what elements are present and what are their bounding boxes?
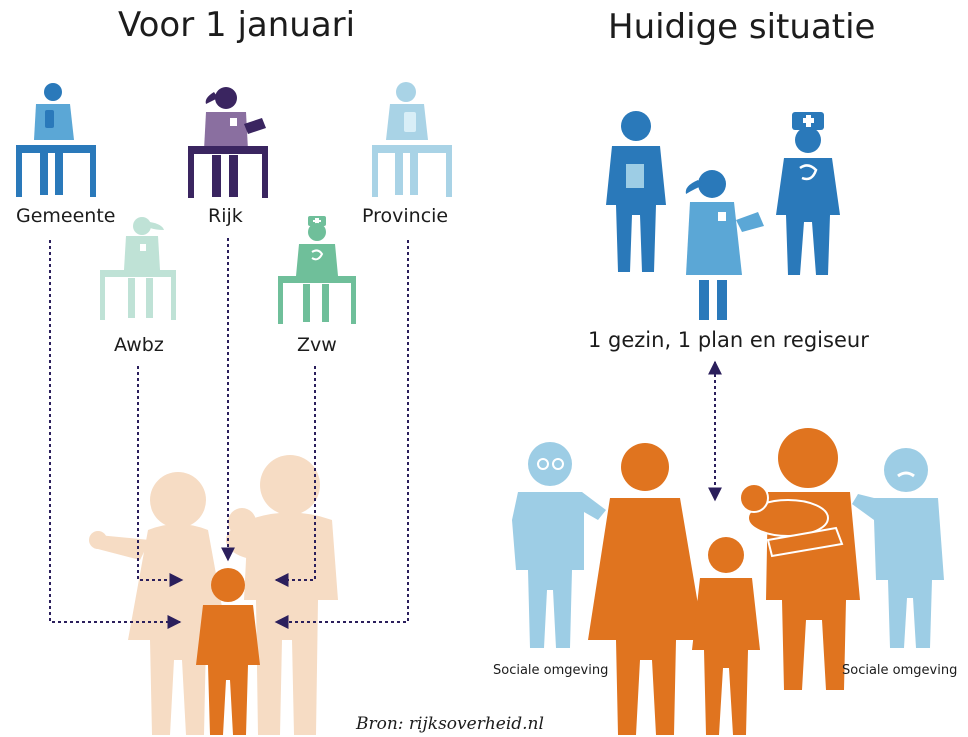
child-right-icon: [692, 537, 760, 735]
label-provincie: Provincie: [362, 205, 449, 227]
awbz-official-icon: [100, 217, 176, 320]
label-gemeente: Gemeente: [16, 205, 116, 227]
social-person-right-icon: [852, 448, 944, 648]
doctor-icon: [606, 111, 666, 272]
mother-icon: [588, 443, 704, 735]
label-rijk: Rijk: [208, 205, 243, 227]
nurse-icon: [685, 170, 764, 320]
gemeente-official-icon: [16, 83, 96, 197]
faded-family-icon: [89, 455, 338, 735]
provincie-official-icon: [372, 82, 452, 197]
zvw-official-icon: [278, 216, 356, 324]
medic-icon: [776, 112, 840, 275]
right-title: Huidige situatie: [608, 7, 876, 47]
label-zvw: Zvw: [297, 334, 337, 356]
rijk-official-icon: [188, 87, 268, 198]
social-label-left: Sociale omgeving: [493, 663, 609, 678]
left-arrows: [49, 238, 409, 629]
child-icon: [196, 568, 260, 735]
social-label-right: Sociale omgeving: [842, 663, 958, 678]
left-title: Voor 1 januari: [118, 5, 356, 45]
label-awbz: Awbz: [114, 334, 164, 356]
source-credit: Bron: rijksoverheid.nl: [356, 714, 544, 734]
baby-icon: [739, 483, 844, 558]
father-icon: [766, 428, 860, 690]
right-caption: 1 gezin, 1 plan en regiseur: [588, 328, 869, 352]
social-person-left-icon: [512, 442, 606, 648]
